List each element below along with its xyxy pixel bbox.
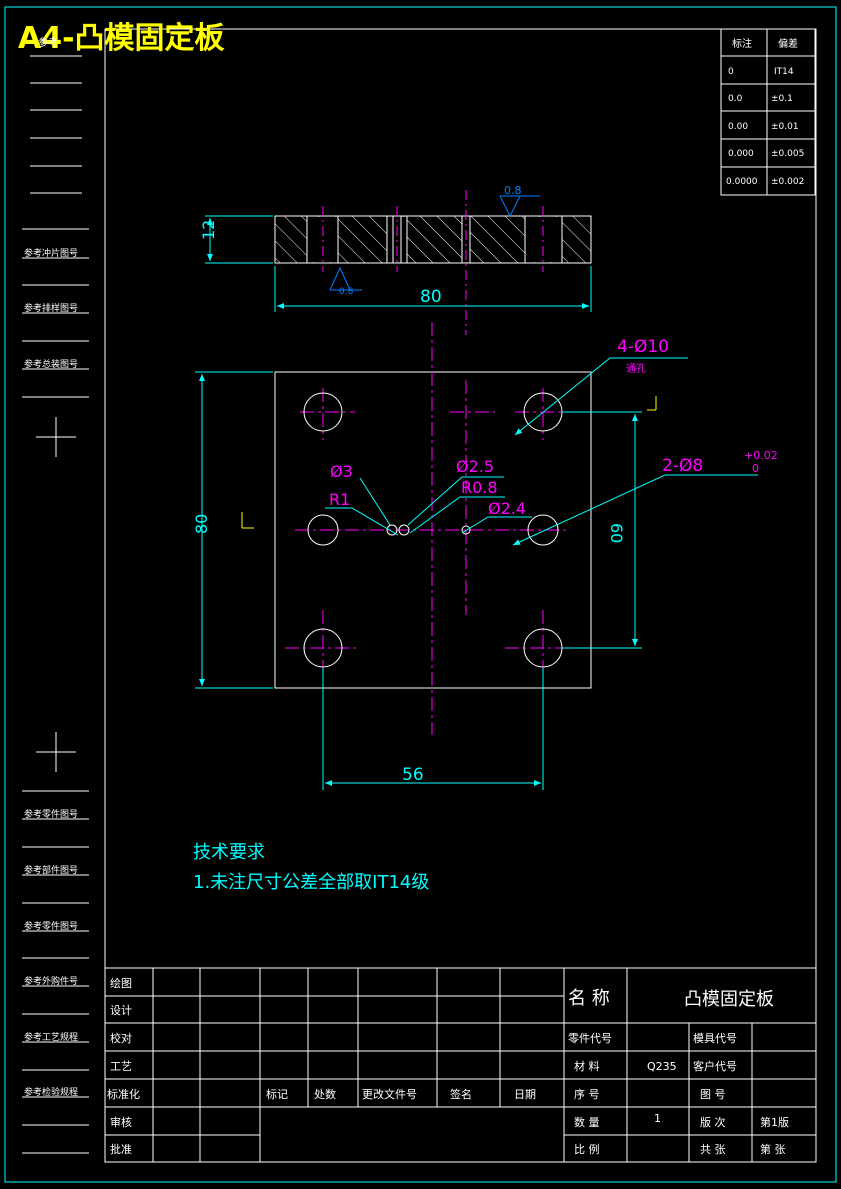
tb-row-label: 比 例 bbox=[574, 1142, 600, 1156]
callout-d3: Ø3 bbox=[330, 462, 353, 481]
callout-d25: Ø2.5 bbox=[456, 457, 494, 476]
section-thickness-dim: 12 bbox=[199, 220, 218, 240]
plan-hole-spacing-v: 60 bbox=[607, 523, 626, 543]
tb-left-label: 审核 bbox=[110, 1115, 132, 1129]
tb-change-header: 日期 bbox=[514, 1088, 536, 1101]
callout-four-holes-note: 通孔 bbox=[626, 363, 646, 375]
mount-hole bbox=[303, 628, 343, 668]
tb-row-label: 共 张 bbox=[700, 1143, 726, 1156]
roughness-bottom: 0.8 bbox=[339, 287, 354, 297]
tb-row-label: 序 号 bbox=[574, 1087, 600, 1101]
callout-two-holes: 2-Ø8 bbox=[662, 456, 703, 476]
ref-item-1: 参考冲片图号 bbox=[24, 247, 78, 259]
tol-cell: ±0.002 bbox=[771, 177, 804, 187]
mount-hole bbox=[303, 392, 343, 432]
outer-frame bbox=[4, 6, 837, 1183]
pilot-hole bbox=[461, 525, 471, 535]
ref-lower-4: 参考外购件号 bbox=[24, 975, 78, 987]
punch-hole bbox=[386, 524, 398, 536]
tb-change-header: 标记 bbox=[266, 1087, 288, 1101]
ref-lower-6: 参考检验规程 bbox=[24, 1086, 78, 1098]
dowel-hole bbox=[307, 514, 339, 546]
tb-material: Q235 bbox=[647, 1060, 677, 1073]
tb-row-label: 模具代号 bbox=[693, 1032, 737, 1045]
tb-row-label: 数 量 bbox=[574, 1116, 600, 1129]
tb-left-label: 校对 bbox=[110, 1031, 132, 1045]
tb-left-label: 设计 bbox=[110, 1004, 132, 1017]
tb-name-label: 名 称 bbox=[568, 988, 610, 1009]
ref-item-3: 参考总装图号 bbox=[24, 358, 78, 370]
tol-header-dev: 偏差 bbox=[778, 37, 798, 50]
tol-cell: IT14 bbox=[774, 67, 794, 77]
ref-lower-1: 参考零件图号 bbox=[24, 808, 78, 820]
tol-cell: 0.00 bbox=[728, 122, 748, 132]
tol-cell: ±0.01 bbox=[771, 122, 799, 132]
tb-version: 第1版 bbox=[760, 1115, 789, 1129]
tb-row-label: 材 料 bbox=[574, 1059, 600, 1073]
ref-lower-3: 参考零件图号 bbox=[24, 920, 78, 932]
tol-cell: 0.0000 bbox=[726, 177, 758, 187]
ref-item-2: 参考排样图号 bbox=[24, 302, 78, 314]
tol-cell: 0 bbox=[728, 67, 734, 77]
ucs-marks bbox=[241, 396, 657, 529]
tech-req-item: 1.未注尺寸公差全部取IT14级 bbox=[193, 872, 429, 893]
tol-header-mark: 标注 bbox=[732, 37, 752, 50]
tb-change-header: 签名 bbox=[450, 1087, 472, 1101]
tb-left-label: 批准 bbox=[110, 1142, 132, 1156]
callout-two-holes-tol-upper: +0.02 bbox=[744, 449, 778, 462]
tb-row-label: 零件代号 bbox=[568, 1032, 612, 1045]
tb-change-header: 处数 bbox=[314, 1088, 336, 1101]
callout-four-holes: 4-Ø10 bbox=[617, 337, 669, 357]
title-block bbox=[104, 967, 817, 1163]
tolerance-table bbox=[720, 28, 816, 196]
plan-height-dim: 80 bbox=[192, 514, 211, 534]
left-ref-lines bbox=[22, 55, 89, 1154]
left-ref-top-label: 参考 bbox=[38, 36, 58, 49]
tb-row-label: 客户代号 bbox=[693, 1059, 737, 1073]
tb-left-label: 标准化 bbox=[107, 1087, 140, 1101]
tb-left-label: 绘图 bbox=[110, 976, 132, 990]
tb-left-label: 工艺 bbox=[110, 1060, 132, 1073]
tb-row-label: 图 号 bbox=[700, 1088, 726, 1101]
plan-hole-spacing-h: 56 bbox=[402, 765, 424, 785]
tol-cell: 0.0 bbox=[728, 94, 743, 104]
tb-sheet-no: 第 张 bbox=[760, 1142, 786, 1156]
tol-cell: ±0.005 bbox=[771, 149, 804, 159]
section-width-dim: 80 bbox=[420, 287, 442, 307]
callout-r1: R1 bbox=[329, 490, 350, 509]
ref-lower-2: 参考部件图号 bbox=[24, 864, 78, 876]
callout-d24: Ø2.4 bbox=[488, 499, 526, 518]
ref-lower-5: 参考工艺规程 bbox=[24, 1031, 78, 1043]
roughness-top: 0.8 bbox=[504, 184, 522, 197]
roughness-symbol bbox=[329, 195, 540, 291]
punch-hole bbox=[398, 524, 410, 536]
sheet-title: A4-凸模固定板 bbox=[18, 21, 225, 56]
tech-req-title: 技术要求 bbox=[193, 842, 265, 863]
tb-quantity: 1 bbox=[654, 1112, 661, 1125]
section-view: 12 80 0.8 0.8 bbox=[199, 184, 592, 335]
tb-change-header: 更改文件号 bbox=[362, 1087, 417, 1101]
callout-two-holes-tol-lower: 0 bbox=[752, 462, 759, 475]
callout-r08: R0.8 bbox=[461, 478, 498, 497]
tol-cell: 0.000 bbox=[728, 149, 754, 159]
plan-view: 80 60 56 4-Ø10 通孔 2-Ø8 +0.02 0 Ø3 R1 Ø2.… bbox=[192, 322, 778, 790]
crosshair-marks bbox=[36, 417, 76, 772]
tol-cell: ±0.1 bbox=[771, 94, 793, 104]
dowel-hole bbox=[527, 514, 559, 546]
tb-part-name: 凸模固定板 bbox=[684, 989, 774, 1010]
tb-row-label: 版 次 bbox=[700, 1115, 726, 1129]
